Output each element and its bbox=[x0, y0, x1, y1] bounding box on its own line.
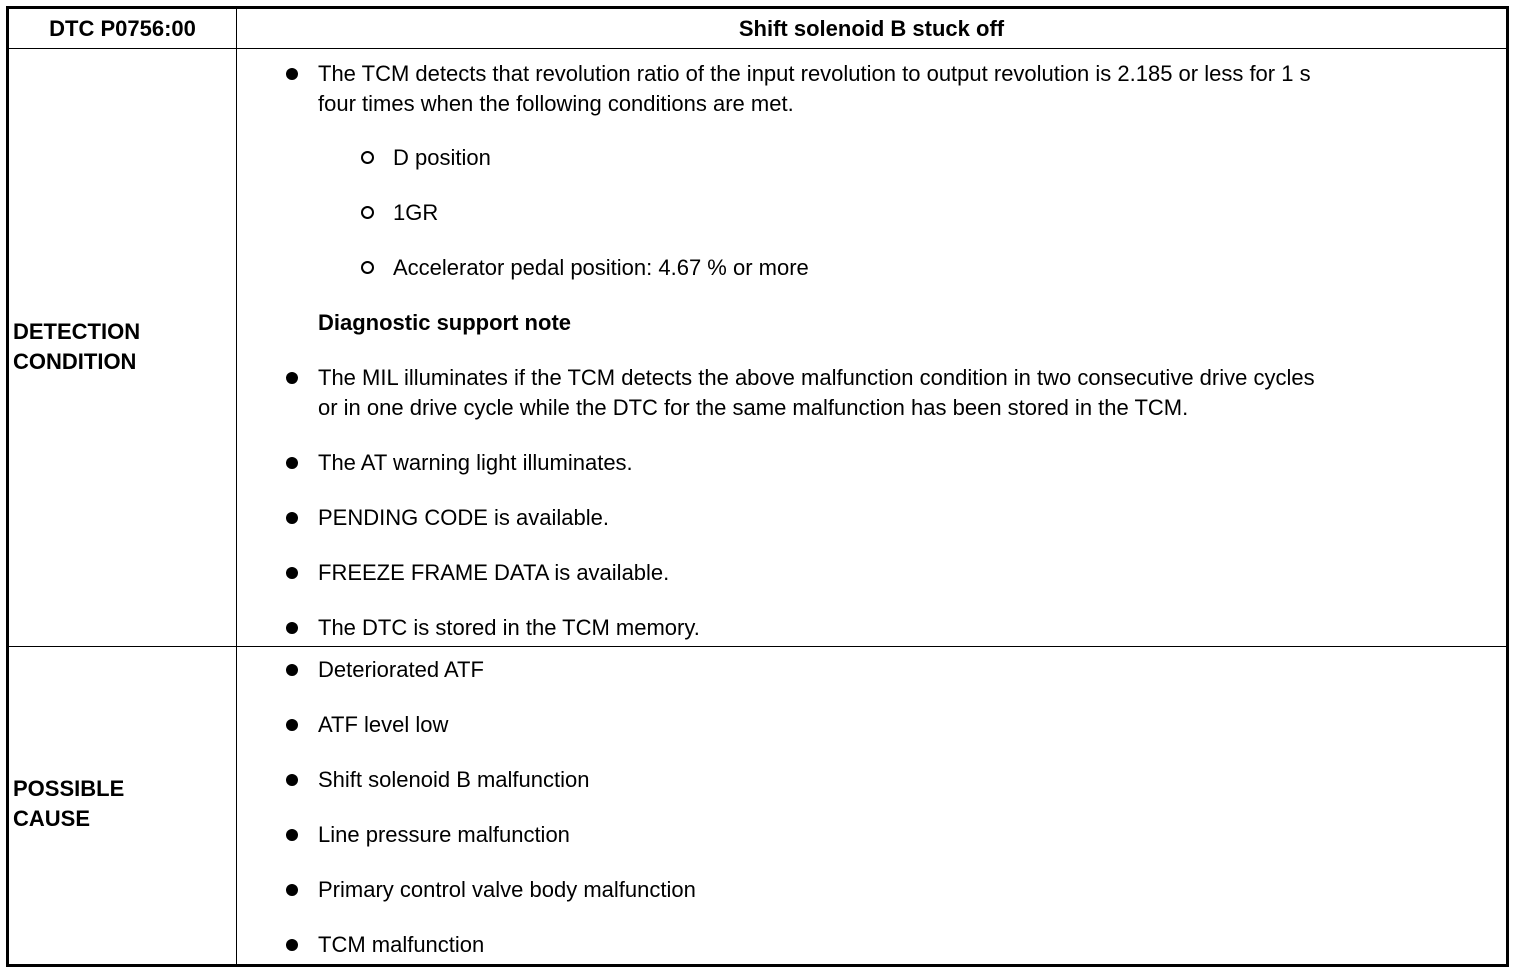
cause-item: Line pressure malfunction bbox=[318, 822, 570, 847]
bullet-icon bbox=[286, 622, 298, 634]
cause-label-line1: POSSIBLE bbox=[13, 776, 125, 801]
bullet-icon bbox=[286, 774, 298, 786]
column-divider bbox=[236, 9, 237, 964]
bullet-icon bbox=[286, 829, 298, 841]
bullet-icon bbox=[286, 567, 298, 579]
cause-item: Deteriorated ATF bbox=[318, 657, 484, 682]
bullet-icon bbox=[286, 884, 298, 896]
note-item: The DTC is stored in the TCM memory. bbox=[318, 615, 700, 640]
sub-bullet-icon bbox=[361, 151, 374, 164]
detection-label-line1: DETECTION bbox=[13, 319, 141, 344]
note-item: The AT warning light illuminates. bbox=[318, 450, 633, 475]
mil-note-line2: or in one drive cycle while the DTC for … bbox=[318, 395, 1189, 420]
sub-bullet-icon bbox=[361, 206, 374, 219]
detection-intro-line1: The TCM detects that revolution ratio of… bbox=[318, 61, 1311, 86]
bullet-icon bbox=[286, 719, 298, 731]
bullet-icon bbox=[286, 457, 298, 469]
condition-item: D position bbox=[393, 145, 491, 170]
mil-note-line1: The MIL illuminates if the TCM detects t… bbox=[318, 365, 1315, 390]
dtc-code: DTC P0756:00 bbox=[49, 16, 196, 41]
bullet-icon bbox=[286, 512, 298, 524]
support-note-heading: Diagnostic support note bbox=[318, 310, 571, 335]
bullet-icon bbox=[286, 372, 298, 384]
detection-label-line2: CONDITION bbox=[13, 349, 137, 374]
condition-item: Accelerator pedal position: 4.67 % or mo… bbox=[393, 255, 809, 280]
cause-item: Primary control valve body malfunction bbox=[318, 877, 696, 902]
cause-label-line2: CAUSE bbox=[13, 806, 91, 831]
dtc-title: Shift solenoid B stuck off bbox=[738, 16, 1005, 41]
bullet-icon bbox=[286, 664, 298, 676]
note-item: PENDING CODE is available. bbox=[318, 505, 609, 530]
bullet-icon bbox=[286, 68, 298, 80]
bullet-icon bbox=[286, 939, 298, 951]
cause-item: TCM malfunction bbox=[318, 932, 485, 957]
sub-bullet-icon bbox=[361, 261, 374, 274]
possible-cause-label: POSSIBLE CAUSE bbox=[13, 774, 228, 834]
cause-item: Shift solenoid B malfunction bbox=[318, 767, 590, 792]
condition-item: 1GR bbox=[393, 200, 439, 225]
cause-item: ATF level low bbox=[318, 712, 449, 737]
header-divider bbox=[9, 48, 1506, 49]
row-divider bbox=[9, 646, 1506, 647]
dtc-table: DTC P0756:00 Shift solenoid B stuck off … bbox=[6, 6, 1509, 967]
note-item: FREEZE FRAME DATA is available. bbox=[318, 560, 670, 585]
detection-intro-line2: four times when the following conditions… bbox=[318, 91, 794, 116]
detection-condition-label: DETECTION CONDITION bbox=[13, 317, 228, 377]
